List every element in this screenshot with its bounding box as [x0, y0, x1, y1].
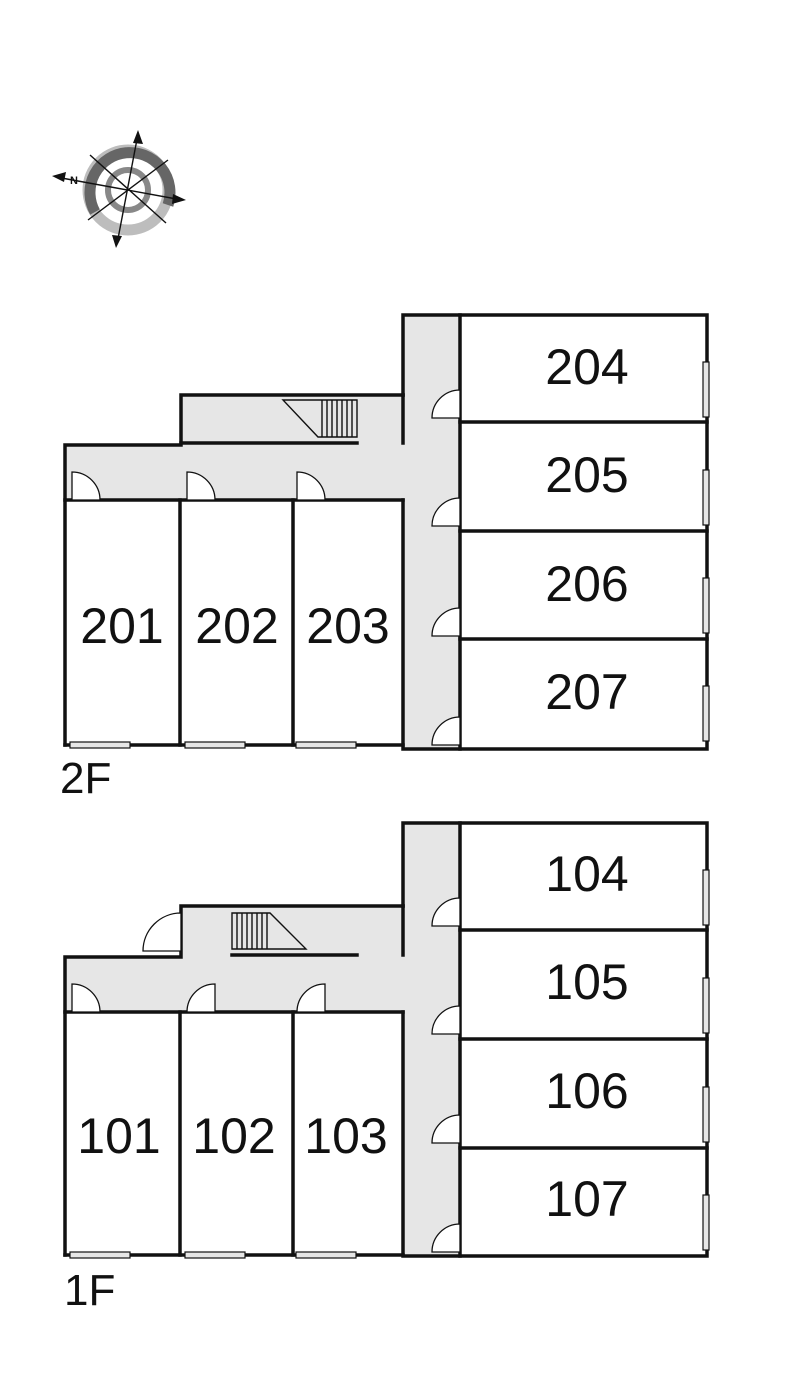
door-icon: [431, 716, 461, 746]
room-label: 103: [304, 1108, 387, 1164]
corridor: [65, 823, 460, 1256]
floor-2f: 201 202 203 204 205 206 207 2F: [60, 313, 710, 803]
corridor: [65, 315, 460, 749]
compass-arrow-icon: [133, 130, 143, 144]
room-label: 201: [80, 598, 163, 654]
compass-needles: [55, 133, 183, 245]
room-label: 104: [545, 846, 628, 902]
compass-dark-arc: [84, 147, 176, 215]
windows: [69, 361, 710, 749]
room-label: 102: [192, 1108, 275, 1164]
compass-arrow-icon: [52, 172, 66, 182]
floor-1f: 101 102 103 104 105 106 107 1F: [63, 821, 710, 1315]
door-icon: [431, 1223, 461, 1253]
room-label: 206: [545, 556, 628, 612]
room-label: 105: [545, 954, 628, 1010]
room-label: 107: [545, 1171, 628, 1227]
door-icon: [431, 1114, 461, 1144]
door-icon: [142, 912, 182, 952]
compass-arrow-icon: [112, 235, 122, 248]
room-label: 203: [306, 598, 389, 654]
compass: N: [52, 130, 186, 248]
stair: [231, 912, 308, 950]
doors: [71, 389, 461, 746]
stair: [281, 399, 358, 438]
door-icon: [431, 497, 461, 527]
windows: [69, 869, 710, 1259]
door-icon: [431, 389, 461, 419]
compass-arrow-icon: [172, 194, 186, 204]
room-label: 106: [545, 1063, 628, 1119]
doors: [71, 897, 461, 1253]
door-icon: [296, 471, 326, 501]
room-label: 204: [545, 339, 628, 395]
room-label: 101: [77, 1108, 160, 1164]
room-label: 205: [545, 447, 628, 503]
door-icon: [71, 471, 101, 501]
door-icon: [431, 607, 461, 637]
door-icon: [431, 897, 461, 927]
door-icon: [186, 983, 216, 1013]
floor-label: 2F: [60, 754, 111, 803]
door-icon: [186, 471, 216, 501]
door-icon: [296, 983, 326, 1013]
door-icon: [431, 1005, 461, 1035]
room-label: 207: [545, 664, 628, 720]
compass-inner-ring: [105, 167, 151, 213]
floor-label: 1F: [64, 1266, 115, 1315]
door-icon: [71, 983, 101, 1013]
compass-north-label: N: [70, 175, 78, 187]
room-label: 202: [195, 598, 278, 654]
